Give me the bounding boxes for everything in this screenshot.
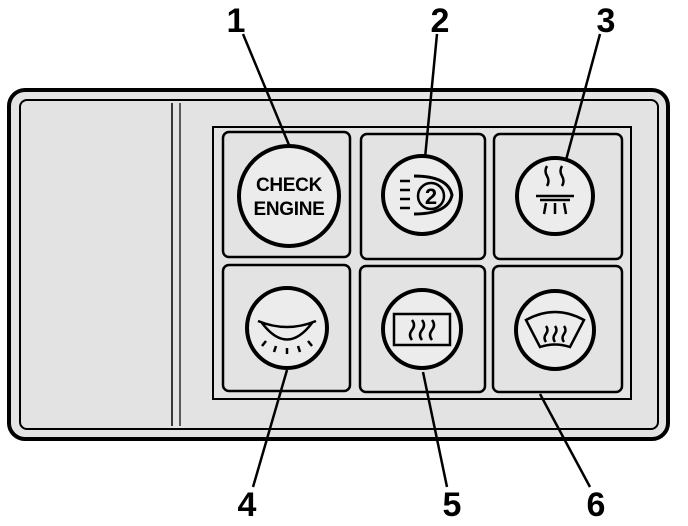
leader-lines	[241, 33, 602, 488]
leader-line-2	[423, 33, 439, 159]
gear-number: 2	[425, 184, 437, 209]
gear-indicator-icon: 2	[400, 174, 454, 216]
heater-vent-icon	[536, 165, 574, 215]
lamp-cell-check-engine: CHECK ENGINE	[221, 130, 352, 259]
lamp-cell-dome	[221, 263, 352, 393]
rear-defroster-icon	[392, 312, 452, 347]
callout-1: 1	[227, 2, 246, 40]
check-engine-text: CHECK ENGINE	[253, 175, 324, 220]
lamp-cell-gear-indicator: 2	[359, 132, 487, 261]
callout-5: 5	[443, 486, 462, 524]
callout-2: 2	[431, 2, 450, 40]
leader-line-4	[251, 369, 289, 488]
leader-line-6	[538, 393, 592, 488]
leader-line-1	[241, 33, 291, 146]
dome-light-icon	[257, 319, 317, 354]
lamp-cell-rear-defroster	[358, 264, 487, 394]
leader-line-5	[421, 371, 449, 488]
engine-label: ENGINE	[253, 199, 324, 220]
callout-numbers: 1 2 3 4 5 6	[227, 2, 616, 524]
windshield-defroster-icon	[524, 310, 586, 349]
callout-6: 6	[587, 486, 606, 524]
check-label: CHECK	[256, 175, 323, 196]
lamp-cell-heater	[492, 132, 624, 261]
lamp-cell-windshield-defroster	[491, 264, 624, 394]
leader-line-3	[564, 33, 602, 161]
callout-3: 3	[597, 2, 616, 40]
callout-4: 4	[238, 486, 257, 524]
